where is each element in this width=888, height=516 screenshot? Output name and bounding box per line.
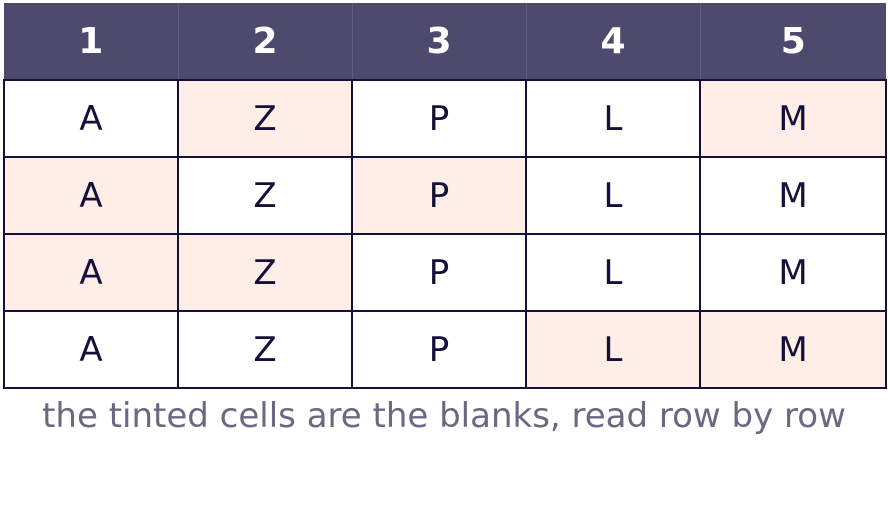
blank-cell: P <box>351 156 527 235</box>
column-header-4: 4 <box>525 3 700 81</box>
column-header-3: 3 <box>351 3 526 81</box>
column-header-2: 2 <box>177 3 352 81</box>
grid-cell: L <box>525 156 701 235</box>
grid-cell: A <box>3 79 179 158</box>
column-header-1: 1 <box>4 3 178 81</box>
blank-cell: Z <box>177 233 353 312</box>
blank-cell: L <box>525 310 701 389</box>
grid-cell: P <box>351 310 527 389</box>
blank-cell: Z <box>177 79 353 158</box>
grid-cell: M <box>699 233 887 312</box>
blank-cell: A <box>3 233 179 312</box>
grid-cell: M <box>699 156 887 235</box>
grid-cell: A <box>3 310 179 389</box>
blank-cell: M <box>699 310 887 389</box>
blank-cell: A <box>3 156 179 235</box>
blank-cell: M <box>699 79 887 158</box>
grid-caption: the tinted cells are the blanks, read ro… <box>42 396 846 436</box>
column-header-5: 5 <box>699 3 886 81</box>
grid-cell: L <box>525 233 701 312</box>
grid-cell: P <box>351 79 527 158</box>
grid-cell: Z <box>177 310 353 389</box>
grid-cell: P <box>351 233 527 312</box>
grid-cell: Z <box>177 156 353 235</box>
grid-cell: L <box>525 79 701 158</box>
